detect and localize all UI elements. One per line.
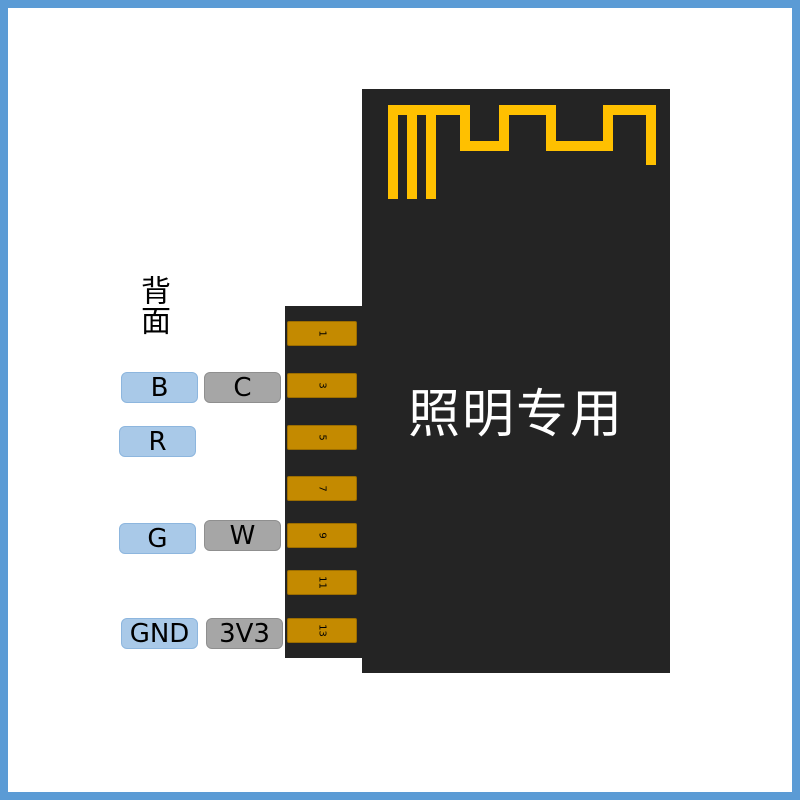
pin-3: 3	[287, 373, 357, 398]
signal-tag-c: C	[204, 372, 281, 403]
back-side-label: 背面	[135, 275, 170, 335]
signal-tag-r: R	[119, 426, 196, 457]
antenna-meander	[407, 105, 656, 199]
signal-tag-b: B	[121, 372, 198, 403]
signal-tag-3v3: 3V3	[206, 618, 283, 649]
pin-9: 9	[287, 523, 357, 548]
pin-1: 1	[287, 321, 357, 346]
pin-13: 13	[287, 618, 357, 643]
pin-11: 11	[287, 570, 357, 595]
signal-tag-gnd: GND	[121, 618, 198, 649]
signal-tag-w: W	[204, 520, 281, 551]
pcb-antenna-icon	[388, 105, 656, 199]
pin-5: 5	[287, 425, 357, 450]
pin-number: 13	[316, 624, 328, 637]
signal-tag-g: G	[119, 523, 196, 554]
pin-7: 7	[287, 476, 357, 501]
module-title: 照明专用	[407, 385, 624, 445]
